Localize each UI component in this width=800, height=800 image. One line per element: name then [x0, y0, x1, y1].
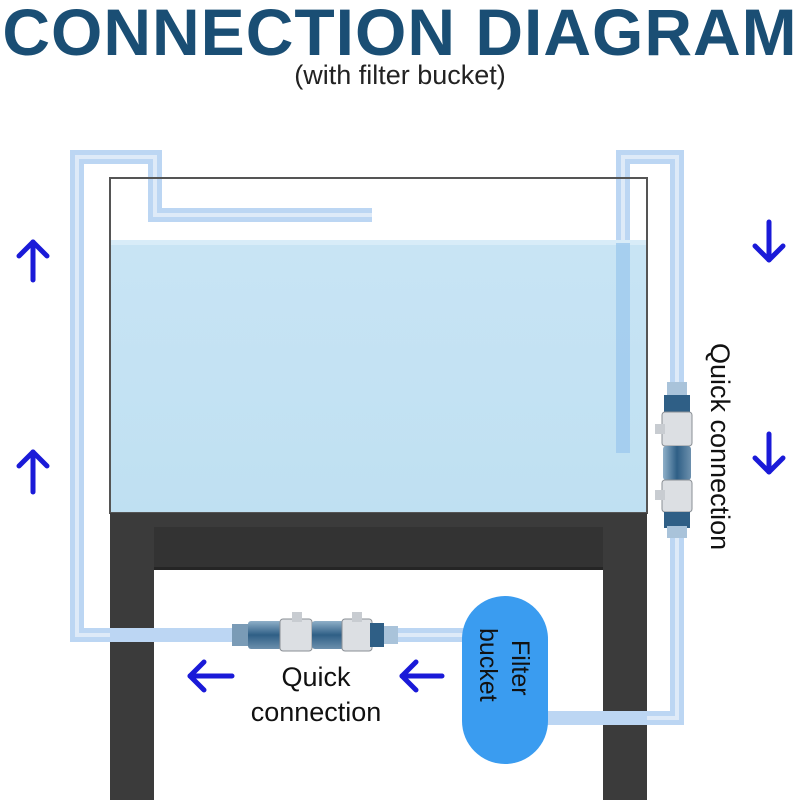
aquarium-water	[110, 243, 647, 513]
quick-connection-label-bottom-line1: Quick	[281, 662, 351, 692]
tube-over-stand-right	[545, 711, 647, 725]
filter-bucket: Filter bucket	[462, 596, 548, 764]
aquarium-water-surface	[110, 240, 647, 245]
arrow-left-icon	[399, 659, 445, 693]
quick-connection-valve-bottom	[232, 612, 398, 652]
left-return-tube-inner	[75, 155, 372, 637]
aquarium-stand	[110, 513, 647, 800]
quick-connection-valve-right	[655, 382, 693, 538]
arrow-down-icon	[752, 219, 786, 263]
quick-connection-label-bottom-line2: connection	[251, 697, 382, 727]
arrow-down-icon	[752, 431, 786, 475]
arrow-left-icon	[187, 659, 235, 693]
diagram-subtitle: (with filter bucket)	[294, 60, 506, 90]
intake-pipe-submerged	[616, 243, 630, 453]
arrow-up-icon	[16, 239, 50, 283]
arrow-up-icon	[16, 449, 50, 495]
quick-connection-label-right: Quick connection	[705, 343, 735, 550]
diagram-title: CONNECTION DIAGRAM	[2, 0, 798, 69]
tube-over-stand-bottom	[110, 628, 250, 642]
filter-bucket-label-line2: bucket	[474, 628, 502, 702]
filter-bucket-label-line1: Filter	[506, 640, 534, 696]
